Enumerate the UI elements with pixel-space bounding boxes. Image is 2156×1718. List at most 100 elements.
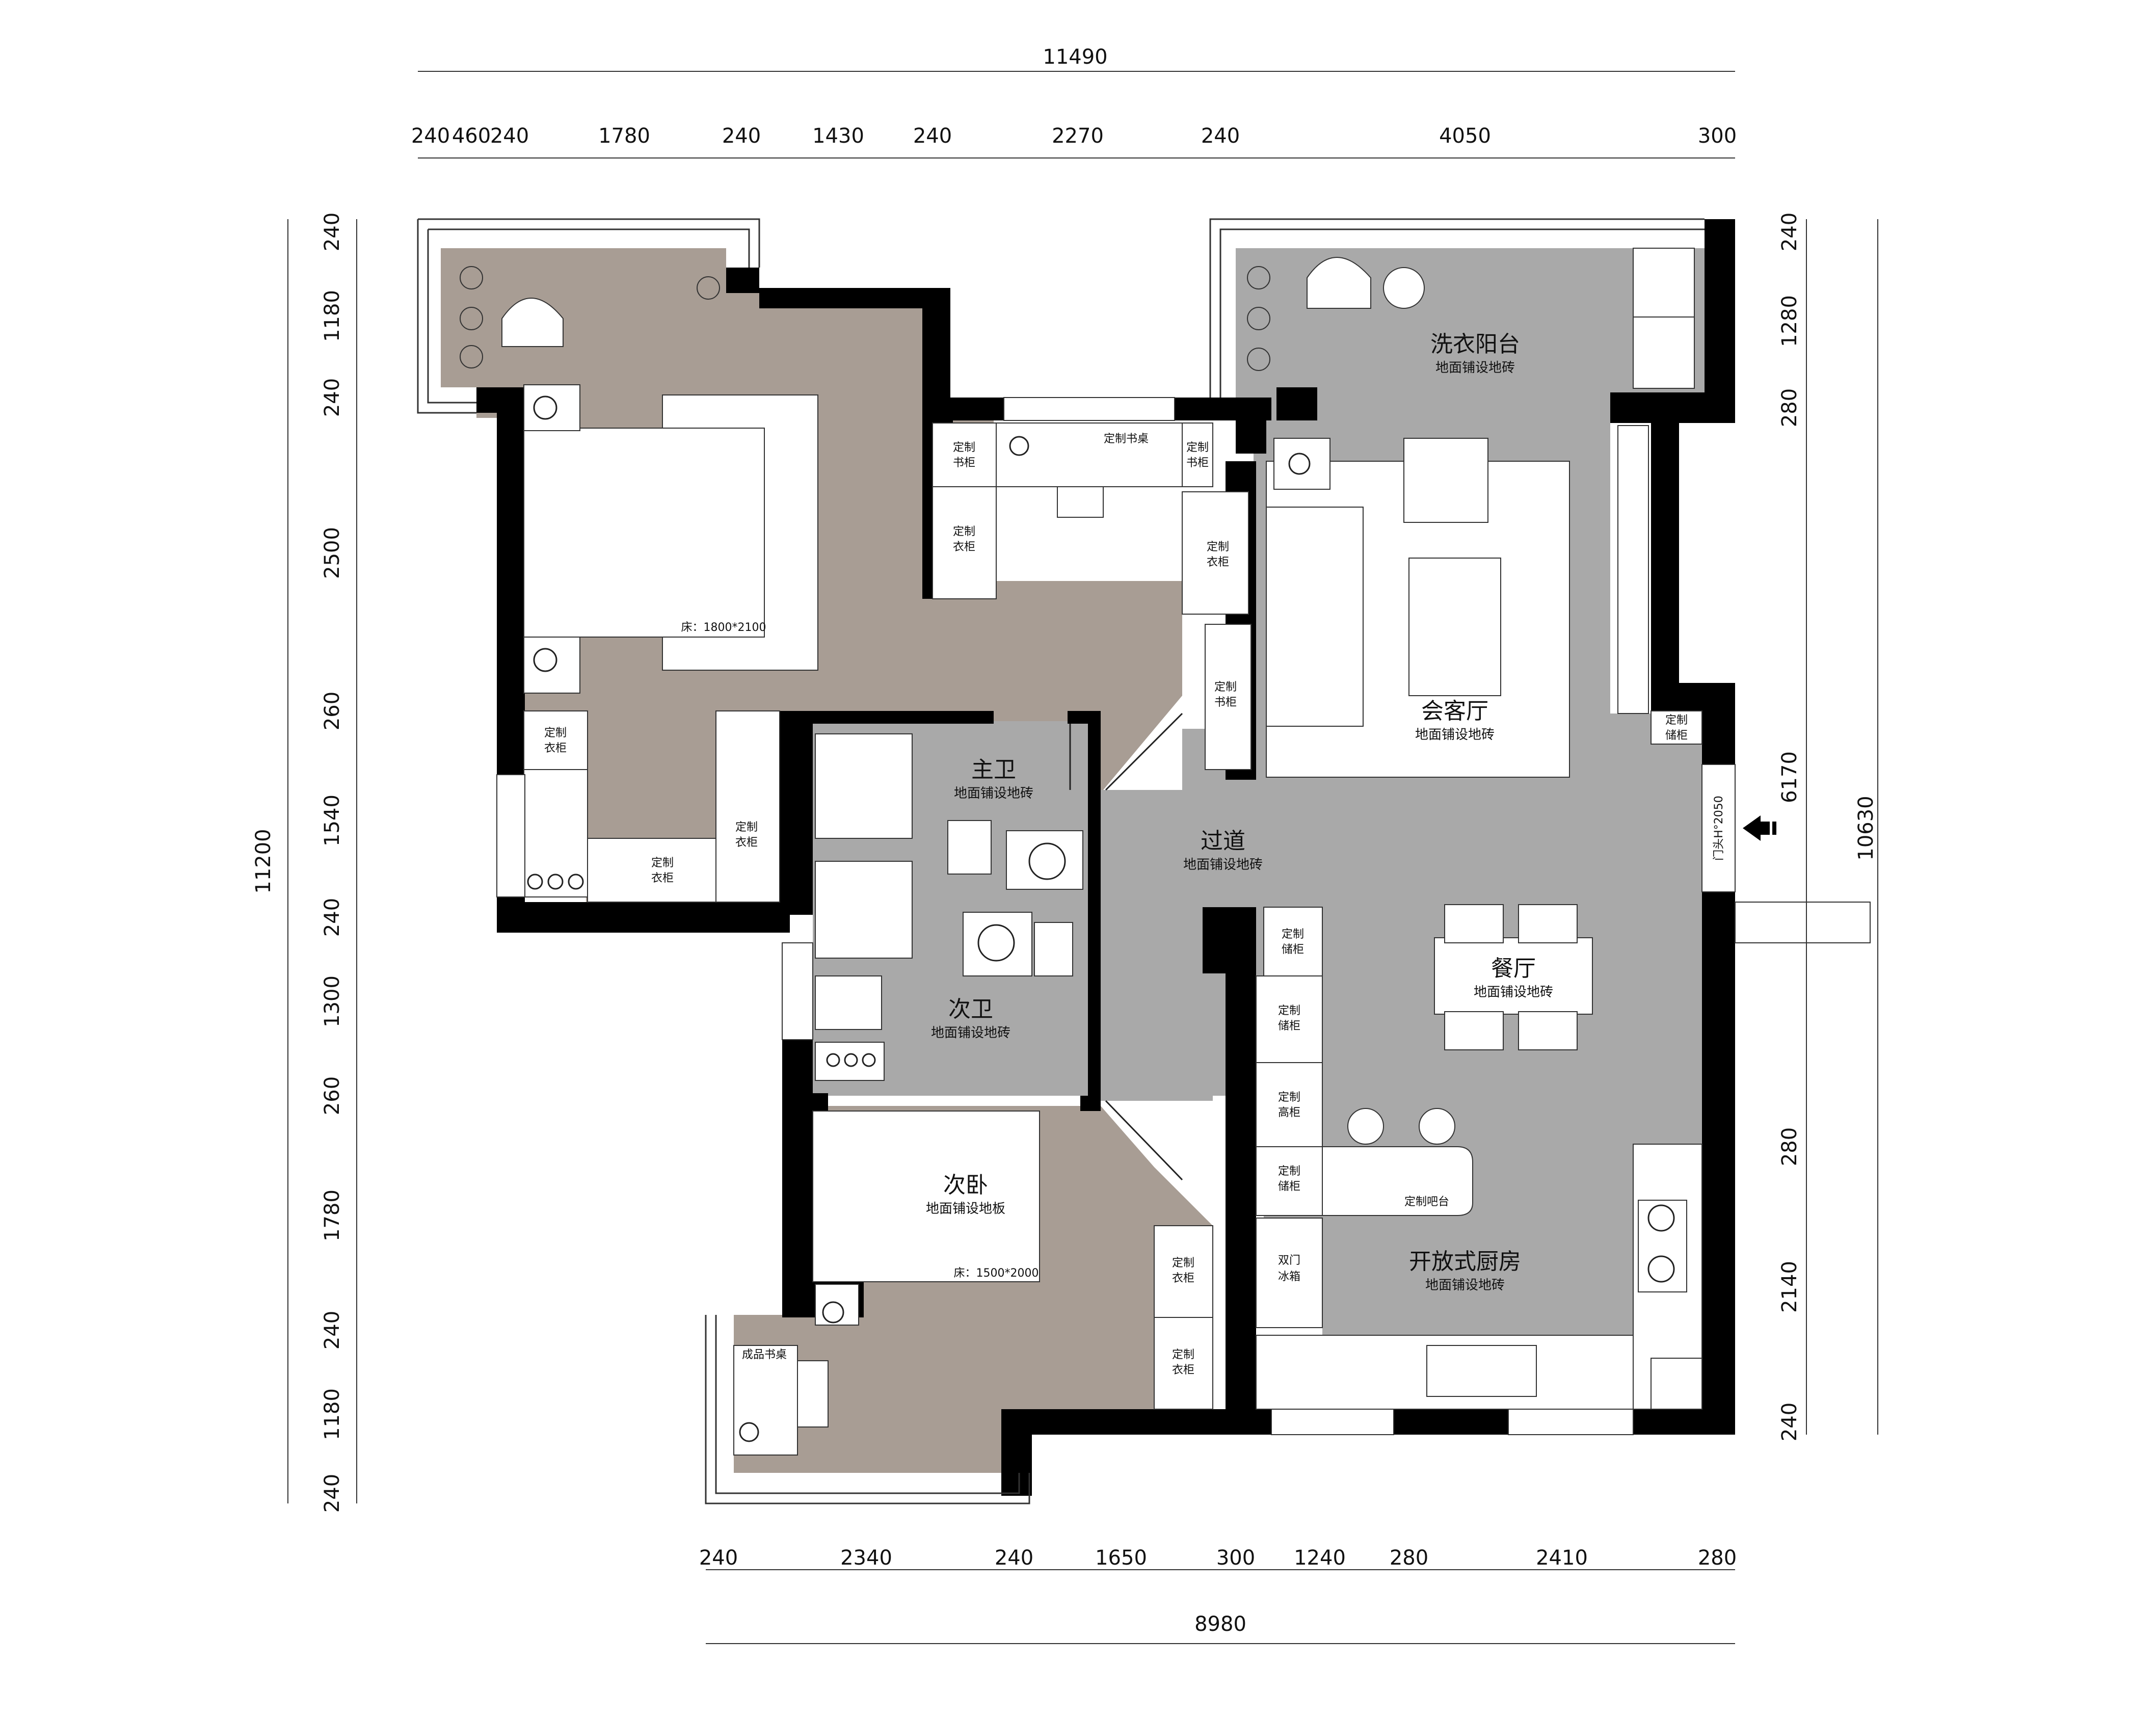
wall: [1236, 398, 1266, 454]
room-laundry-balcony: 洗衣阳台: [1430, 331, 1520, 357]
dim-top: 240: [1201, 124, 1240, 148]
custom-desk: [996, 422, 1183, 487]
window: [496, 774, 525, 897]
walls: [417, 218, 1735, 1504]
wall: [1276, 387, 1317, 420]
wall: [1633, 1409, 1664, 1435]
dim-right: 280: [1778, 388, 1801, 427]
stool: [1383, 267, 1425, 309]
fridge: [1256, 1218, 1323, 1328]
dim-top: 240: [490, 124, 529, 148]
wall: [1424, 1409, 1508, 1435]
dishwasher: [1651, 1358, 1702, 1410]
dimension-lines: [287, 71, 1878, 1644]
label-storage-entry: 定制: [1665, 714, 1688, 727]
desk-chair: [1057, 486, 1104, 518]
dim-left: 240: [321, 1474, 344, 1513]
label-wardrobe-a: 定制: [544, 727, 567, 739]
dim-bottom: 1240: [1294, 1546, 1346, 1570]
label-tall-cabinet: 高柜: [1278, 1106, 1300, 1119]
label-wardrobe-d: 衣柜: [651, 872, 674, 885]
window: [1271, 1409, 1394, 1435]
desk-chair-second: [797, 1360, 829, 1428]
room-dining-floor: 地面铺设地砖: [1474, 985, 1553, 1000]
room-kitchen: 开放式厨房: [1409, 1249, 1521, 1275]
door-frame: [1701, 764, 1736, 892]
washer: [1633, 248, 1695, 318]
wardrobe-b: [523, 769, 588, 897]
dim-bottom: 280: [1698, 1546, 1737, 1570]
dim-bottom: 1650: [1095, 1546, 1147, 1570]
tv-unit: [1617, 425, 1649, 714]
dim-left: 260: [321, 1076, 344, 1115]
dim-bottom: 300: [1216, 1546, 1255, 1570]
label-wardrobe-c: 衣柜: [735, 836, 758, 849]
dim-left: 2500: [321, 527, 344, 579]
dining-chair: [1444, 1011, 1504, 1050]
room-second-bath-floor: 地面铺设地砖: [931, 1025, 1010, 1041]
ready-desk: [733, 1345, 798, 1456]
label-door-height: 门头H°2050: [1713, 796, 1725, 861]
label-bookcase-a: 定制: [953, 441, 975, 454]
wall: [922, 288, 950, 398]
side-table: [1273, 438, 1330, 490]
plant-icon: [460, 266, 1270, 371]
label-ready-desk: 成品书桌: [742, 1349, 787, 1361]
dim-top: 4050: [1439, 124, 1491, 148]
room-living: 会客厅: [1421, 698, 1488, 724]
wall: [1702, 892, 1735, 1427]
wardrobe-c: [715, 710, 780, 903]
label-bookcase-c: 定制: [1214, 681, 1237, 694]
heater: [815, 1042, 885, 1081]
toilet-second: [815, 975, 882, 1030]
bookcase-c: [1205, 624, 1252, 770]
dim-right: 240: [1778, 213, 1801, 251]
room-second-bedroom: 次卧: [943, 1172, 988, 1198]
label-master-bed: 床：1800*2100: [681, 621, 766, 634]
dim-right-total: 10630: [1854, 796, 1878, 860]
wall: [780, 711, 994, 724]
entry-mat: [1735, 902, 1871, 943]
wardrobe-f: [1182, 491, 1249, 615]
dim-bottom: 240: [699, 1546, 738, 1570]
dim-right-group: 240 1280 280 6170 280 2140 240 10630: [1778, 213, 1878, 1441]
label-custom-desk: 定制书桌: [1104, 433, 1149, 445]
shower-b: [815, 861, 913, 959]
room-corridor-floor: 地面铺设地砖: [1183, 857, 1263, 873]
label-second-bed: 床：1500*2000: [954, 1267, 1039, 1280]
dim-left-group: 11200 240 1180 240 2500 260 1540 240 130…: [252, 213, 344, 1513]
wall: [1705, 219, 1735, 423]
room-laundry-balcony-floor: 地面铺设地砖: [1435, 360, 1515, 376]
stove: [1638, 1200, 1687, 1292]
dim-top: 2270: [1052, 124, 1104, 148]
dim-right-mid: 6170: [1778, 751, 1801, 803]
bar-stool: [1347, 1108, 1384, 1145]
dim-right: 1280: [1778, 295, 1801, 347]
dim-left: 1180: [321, 290, 344, 342]
bookcase-b: [1182, 422, 1213, 487]
dining-chair: [1518, 1011, 1578, 1050]
wall: [1651, 683, 1702, 713]
tall-cabinet: [1256, 1062, 1323, 1147]
wall: [1610, 392, 1735, 423]
dining-chair: [1444, 904, 1504, 943]
lounge-chair: [501, 298, 564, 347]
wall: [726, 268, 759, 293]
toilet-master: [947, 820, 992, 875]
dim-left: 240: [321, 378, 344, 417]
storage-entry: [1651, 710, 1702, 745]
dim-left: 1180: [321, 1388, 344, 1440]
master-bed: [523, 428, 765, 638]
label-wardrobe-g: 衣柜: [1172, 1272, 1194, 1285]
label-tall-cabinet: 定制: [1278, 1091, 1300, 1104]
room-kitchen-floor: 地面铺设地砖: [1425, 1278, 1505, 1293]
furniture: [496, 248, 1871, 1456]
dim-top: 460: [452, 124, 491, 148]
laundry-sink: [1633, 316, 1695, 389]
armchair: [1403, 438, 1488, 523]
wall: [1001, 1409, 1271, 1435]
label-wardrobe-e: 衣柜: [953, 541, 975, 553]
wall: [1702, 683, 1735, 764]
dim-left: 260: [321, 692, 344, 730]
